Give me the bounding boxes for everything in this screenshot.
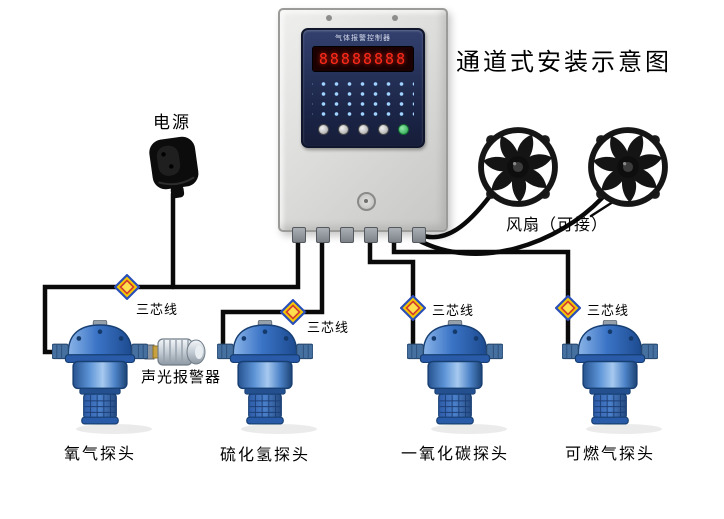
detector-label-h2s: 硫化氢探头 <box>219 447 310 464</box>
alarm-label: 声光报警器 <box>141 370 222 386</box>
diagram-title: 通道式安装示意图 <box>456 50 672 76</box>
diamond-connector-3 <box>400 295 426 321</box>
wire-label-4: 三芯线 <box>587 303 630 318</box>
panel-button <box>317 124 329 135</box>
wire-label-2: 三芯线 <box>307 320 350 335</box>
power-label: 电源 <box>153 113 191 132</box>
wire-fan-2 <box>415 195 605 256</box>
detector-shadows <box>76 424 662 434</box>
terminal <box>316 227 330 243</box>
diamond-connector-4 <box>555 295 581 321</box>
wire-detector-1 <box>42 231 301 355</box>
power-plug <box>149 136 199 199</box>
terminal <box>340 227 354 243</box>
indicator-grid <box>312 76 414 118</box>
controller-panel: 气体报警控制器 88888888 <box>301 28 425 148</box>
panel-buttons <box>303 124 423 135</box>
led-display: 88888888 <box>312 46 414 72</box>
fan-right <box>591 130 665 204</box>
diamond-connector-1 <box>114 274 140 300</box>
wire-label-1: 三芯线 <box>136 302 179 317</box>
alarm-horn <box>144 338 206 366</box>
detector-label-combustible: 可燃气探头 <box>564 446 655 463</box>
wire-fan-1 <box>415 193 493 240</box>
panel-title: 气体报警控制器 <box>335 35 391 42</box>
controller-cabinet: 气体报警控制器 88888888 <box>278 8 448 243</box>
terminal <box>292 227 306 243</box>
panel-button <box>337 124 349 135</box>
detector-co <box>407 320 503 425</box>
terminal <box>412 227 426 243</box>
detector-label-co: 一氧化碳探头 <box>400 446 509 463</box>
terminal <box>364 227 378 243</box>
screw-icon <box>326 15 332 21</box>
fan-label: 风扇（可接） <box>506 217 609 234</box>
detector-oxygen <box>52 320 148 425</box>
detector-combustible <box>562 320 658 425</box>
screw-icon <box>392 15 398 21</box>
wire-detector-4 <box>391 231 571 354</box>
wire-detector-2 <box>220 231 325 354</box>
panel-button <box>357 124 369 135</box>
diamond-connector-2 <box>280 299 306 325</box>
lock-keyhole <box>357 192 376 211</box>
fan-left <box>481 130 555 204</box>
panel-button <box>377 124 389 135</box>
detector-label-oxygen: 氧气探头 <box>63 446 136 463</box>
terminal <box>388 227 402 243</box>
wire-label-3: 三芯线 <box>432 303 475 318</box>
detector-h2s <box>217 320 313 425</box>
panel-button-power <box>397 124 409 135</box>
